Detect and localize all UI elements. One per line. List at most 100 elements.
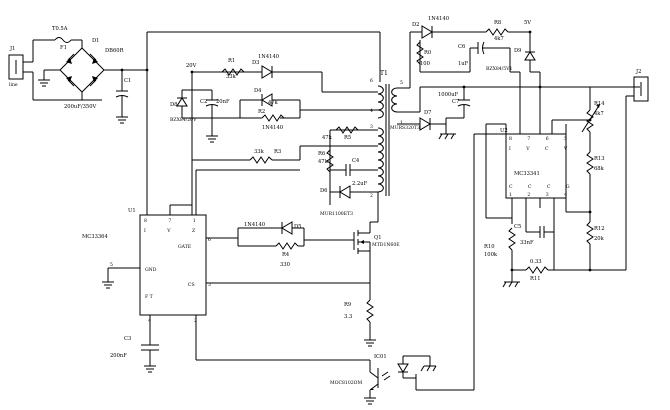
capacitor-c4: C4 2.2uF: [340, 158, 372, 187]
svg-text:MC33364: MC33364: [82, 234, 108, 240]
svg-text:GATE: GATE: [178, 244, 191, 250]
svg-text:C1: C1: [124, 78, 131, 84]
svg-text:4k7: 4k7: [494, 36, 504, 42]
svg-text:R3: R3: [274, 149, 281, 155]
svg-text:200uF/350V: 200uF/350V: [64, 104, 96, 110]
svg-text:T1: T1: [380, 70, 388, 77]
svg-text:C4: C4: [352, 158, 360, 164]
svg-text:47k: 47k: [322, 135, 333, 141]
svg-text:I V C V: I V C V: [509, 146, 574, 152]
diode-d7: D7 MURS320T3: [390, 110, 431, 131]
svg-text:Q1: Q1: [374, 235, 382, 241]
svg-text:IC01: IC01: [374, 354, 387, 360]
ground-symbol: [206, 135, 218, 143]
svg-text:J2: J2: [635, 69, 641, 75]
svg-text:R2: R2: [258, 109, 265, 115]
resistor-r3: 33k R3: [249, 149, 281, 164]
svg-text:MTD1N60E: MTD1N60E: [372, 242, 400, 248]
svg-text:68k: 68k: [594, 166, 605, 172]
resistor-r11: 0.33 R11: [525, 259, 549, 282]
svg-text:200nF: 200nF: [110, 353, 127, 359]
svg-text:100k: 100k: [484, 252, 498, 258]
svg-text:C5: C5: [514, 224, 521, 230]
svg-text:F T: F T: [145, 294, 154, 300]
svg-text:33nF: 33nF: [520, 240, 534, 246]
ground-symbol: [102, 281, 114, 289]
connector-j1: J1 line: [8, 46, 24, 88]
svg-text:6: 6: [208, 237, 211, 243]
svg-text:R8: R8: [494, 20, 501, 26]
svg-text:100: 100: [420, 61, 430, 67]
resistor-r12: R12 20k: [586, 221, 605, 245]
svg-text:1N4140: 1N4140: [428, 16, 449, 22]
resistor-r1: R1 33k: [221, 58, 245, 80]
svg-text:330: 330: [280, 262, 290, 268]
ic-u1: U1 MC33364 8 7 1 I V Z GATE GND CS F T 6…: [82, 208, 211, 324]
resistor-r5: 47k R5: [322, 126, 359, 141]
svg-text:1000uF: 1000uF: [438, 92, 459, 98]
svg-text:I V Z: I V Z: [144, 228, 205, 234]
svg-text:1: 1: [400, 120, 403, 126]
svg-text:D9: D9: [514, 48, 521, 54]
svg-text:T0.5A: T0.5A: [52, 26, 68, 32]
ground-symbol: [144, 365, 156, 373]
diode-d2: 1N4140 D2: [412, 16, 449, 39]
svg-text:5V: 5V: [524, 20, 531, 26]
capacitor-c5: C5 33nF: [514, 224, 554, 246]
svg-text:CS: CS: [188, 282, 195, 288]
svg-text:0.33: 0.33: [530, 259, 542, 265]
svg-text:D4: D4: [254, 88, 262, 94]
ground-symbol: [38, 79, 50, 87]
capacitor-c1: C1: [115, 70, 131, 117]
resistor-r8: R8 4k7: [485, 20, 509, 42]
potentiometer-r14: R14 4k7: [581, 87, 605, 133]
svg-text:MURS320T3: MURS320T3: [390, 125, 420, 131]
zener-d8: D8 BZX84/20V: [170, 90, 197, 123]
svg-text:MOC8102OM: MOC8102OM: [330, 380, 362, 386]
svg-text:J1: J1: [9, 46, 15, 52]
svg-text:BZX84/5V1: BZX84/5V1: [486, 66, 512, 72]
svg-text:8 7 1: 8 7 1: [144, 218, 206, 224]
svg-text:33k: 33k: [254, 149, 265, 155]
svg-text:F1: F1: [60, 45, 67, 51]
svg-text:D8: D8: [170, 102, 177, 108]
fuse-f1: T0.5A F1: [52, 26, 72, 51]
svg-text:MC33341: MC33341: [514, 171, 540, 177]
diode-d6: D6 MUR1100ET3: [320, 185, 353, 217]
capacitor-c2: C2 20nF: [200, 90, 230, 118]
connector-j2: J2: [633, 69, 649, 102]
svg-text:R14: R14: [594, 101, 605, 107]
svg-text:8 7 6 5: 8 7 6 5: [509, 136, 574, 142]
svg-text:R6: R6: [318, 151, 325, 157]
capacitor-c6: C6 1uF: [458, 41, 510, 67]
svg-text:R11: R11: [530, 276, 541, 282]
svg-text:C3: C3: [124, 336, 131, 342]
ground-symbol: [364, 339, 376, 347]
svg-text:4: 4: [370, 108, 373, 114]
ground-symbol: [116, 116, 128, 124]
svg-text:D3: D3: [252, 60, 259, 66]
svg-text:U2: U2: [500, 128, 508, 134]
svg-text:2.2uF: 2.2uF: [352, 181, 368, 187]
ic-u2: U2 MC33341 I V C V C C C G 8 7 6 5 1 2 3…: [500, 128, 574, 199]
svg-text:1N4140: 1N4140: [262, 125, 283, 131]
optocoupler-ic01: IC01 MOC8102OM: [330, 354, 437, 398]
resistor-r6: R6 47k: [318, 149, 334, 173]
svg-text:20V: 20V: [186, 63, 197, 69]
svg-text:C6: C6: [458, 44, 465, 50]
svg-text:GND: GND: [145, 267, 157, 273]
svg-text:1N4140: 1N4140: [258, 54, 279, 60]
svg-text:1 2 3 4: 1 2 3 4: [509, 192, 574, 198]
svg-text:4k7: 4k7: [594, 111, 604, 117]
resistor-r2: 47k R2 1N4140: [258, 100, 285, 131]
resistor-r4: R4 330: [275, 242, 299, 268]
svg-text:D5: D5: [294, 224, 301, 230]
svg-text:R5: R5: [344, 135, 351, 141]
svg-text:C2: C2: [200, 99, 207, 105]
svg-text:1uF: 1uF: [458, 61, 469, 67]
svg-text:DB60R: DB60R: [105, 48, 125, 54]
svg-text:R13: R13: [594, 156, 605, 162]
capacitor-c7: 1000uF C7: [438, 87, 471, 118]
